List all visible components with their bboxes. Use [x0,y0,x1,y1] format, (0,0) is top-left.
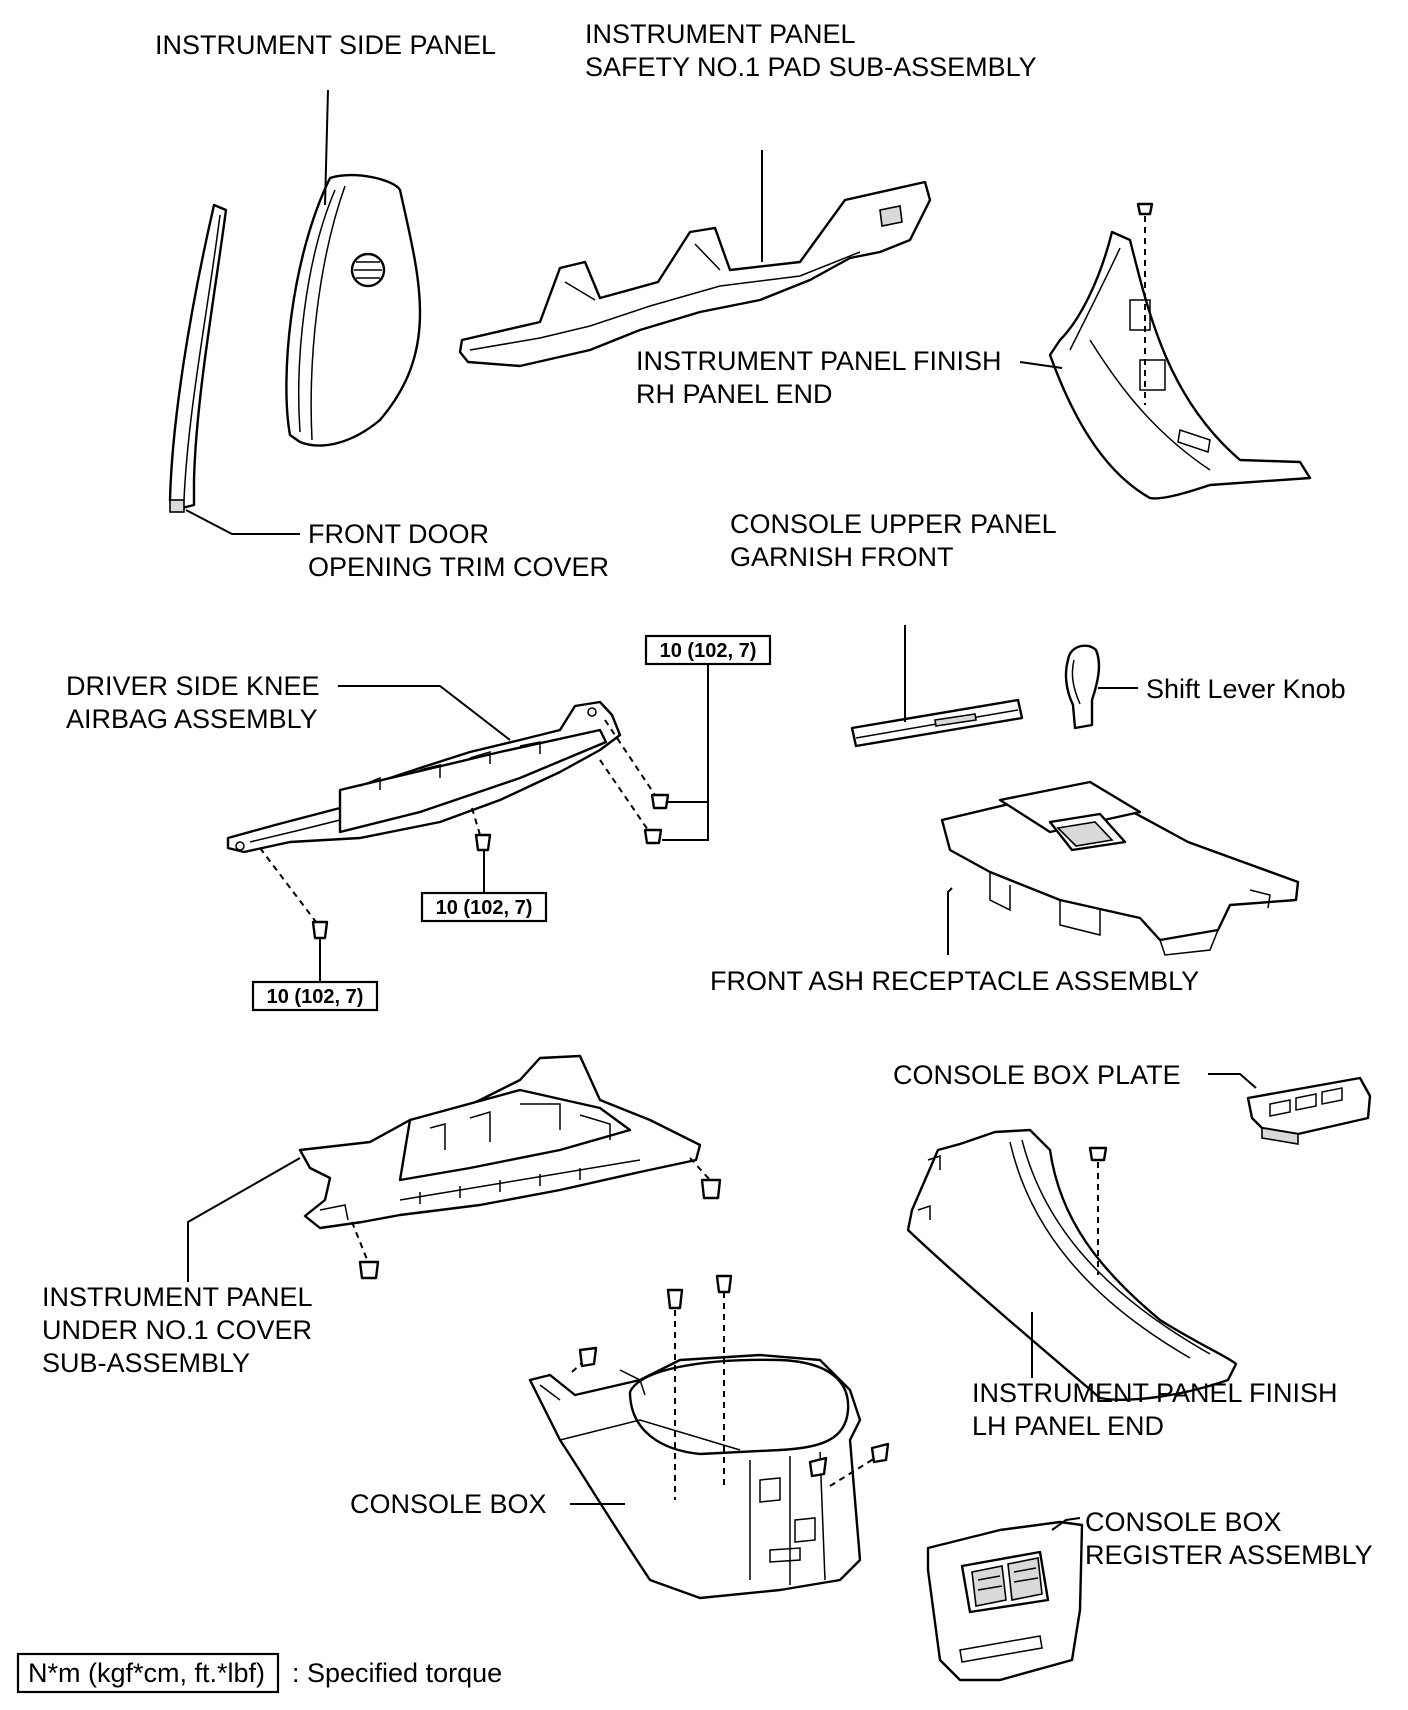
fastener-path-console-4 [829,1454,881,1487]
leader-register-assembly [1051,1517,1081,1531]
label-rh-panel-end-line2: RH PANEL END [636,379,833,409]
label-safety-pad-line1: INSTRUMENT PANEL [585,19,856,49]
fastener-path-under-1 [351,1221,369,1263]
label-under-cover-line3: SUB-ASSEMBLY [42,1348,250,1378]
fastener-path-under-2 [689,1157,711,1181]
leader-front-door-trim [185,509,300,535]
torque-box-c [251,980,379,1012]
bolt-icon [311,793,670,940]
label-lh-panel-end-line2: LH PANEL END [972,1411,1164,1441]
label-console-box-plate: CONSOLE BOX PLATE [893,1060,1181,1090]
instrument-side-panel [285,173,422,447]
label-console-upper-line1: CONSOLE UPPER PANEL [730,509,1057,539]
label-rh-panel-end-line1: INSTRUMENT PANEL FINISH [636,346,1002,376]
label-console-box: CONSOLE BOX [350,1489,547,1519]
shift-lever-knob [1064,644,1101,730]
label-knee-airbag-line1: DRIVER SIDE KNEE [66,671,320,701]
fastener-path-3 [471,807,481,836]
label-under-cover-line2: UNDER NO.1 COVER [42,1315,312,1345]
label-knee-airbag-line2: AIRBAG ASSEMBLY [66,704,318,734]
label-under-cover-line1: INSTRUMENT PANEL [42,1282,313,1312]
fastener-path-1 [604,719,656,796]
console-box-register-assembly [926,1520,1084,1682]
torque-value-b: 10 (102, 7) [436,897,533,919]
legend-unit-box [16,1652,280,1694]
label-ash-receptacle: FRONT ASH RECEPTACLE ASSEMBLY [710,966,1199,996]
leader-knee-airbag [338,685,511,741]
label-front-door-trim-line2: OPENING TRIM COVER [308,552,609,582]
legend-description: : Specified torque [292,1658,502,1688]
label-register-line1: CONSOLE BOX [1085,1507,1282,1537]
front-door-opening-trim-cover [168,203,228,513]
console-box [528,1353,862,1600]
label-shift-lever-knob: Shift Lever Knob [1146,674,1346,704]
front-ash-receptacle-assembly [940,780,1300,956]
label-console-upper-line2: GARNISH FRONT [730,542,954,572]
fastener-path-4 [259,847,317,923]
leader-console-box-plate [1208,1073,1257,1089]
legend-unit-text: N*m (kgf*cm, ft.*lbf) [28,1658,265,1688]
torque-box-b [420,891,548,923]
leader-rh-panel-end [1019,361,1063,369]
leader-under-cover [187,1157,301,1282]
leader-instrument-side-panel [324,89,329,206]
leader-torque-a [662,801,709,841]
label-front-door-trim-line1: FRONT DOOR [308,519,489,549]
label-register-line2: REGISTER ASSEMBLY [1085,1540,1373,1570]
torque-box-a [644,634,772,666]
torque-value-c: 10 (102, 7) [267,986,364,1008]
leader-ash-receptacle [947,887,953,955]
driver-side-knee-airbag-assembly [226,700,622,854]
console-box-plate [1246,1076,1372,1145]
instrument-panel-finish-lh-panel-end [906,1128,1238,1401]
label-instrument-side-panel: INSTRUMENT SIDE PANEL [155,30,496,60]
instrument-panel-under-cover [298,1054,702,1230]
instrument-panel-finish-rh-panel-end [1048,202,1312,500]
label-safety-pad-line2: SAFETY NO.1 PAD SUB-ASSEMBLY [585,52,1037,82]
screw-icon [578,1274,890,1478]
fastener-path-2 [599,759,649,831]
label-lh-panel-end-line1: INSTRUMENT PANEL FINISH [972,1378,1338,1408]
clip-icon [358,1178,722,1280]
torque-value-a: 10 (102, 7) [660,640,757,662]
instrument-panel-safety-pad [458,180,932,368]
console-upper-panel-garnish-front [850,698,1024,748]
